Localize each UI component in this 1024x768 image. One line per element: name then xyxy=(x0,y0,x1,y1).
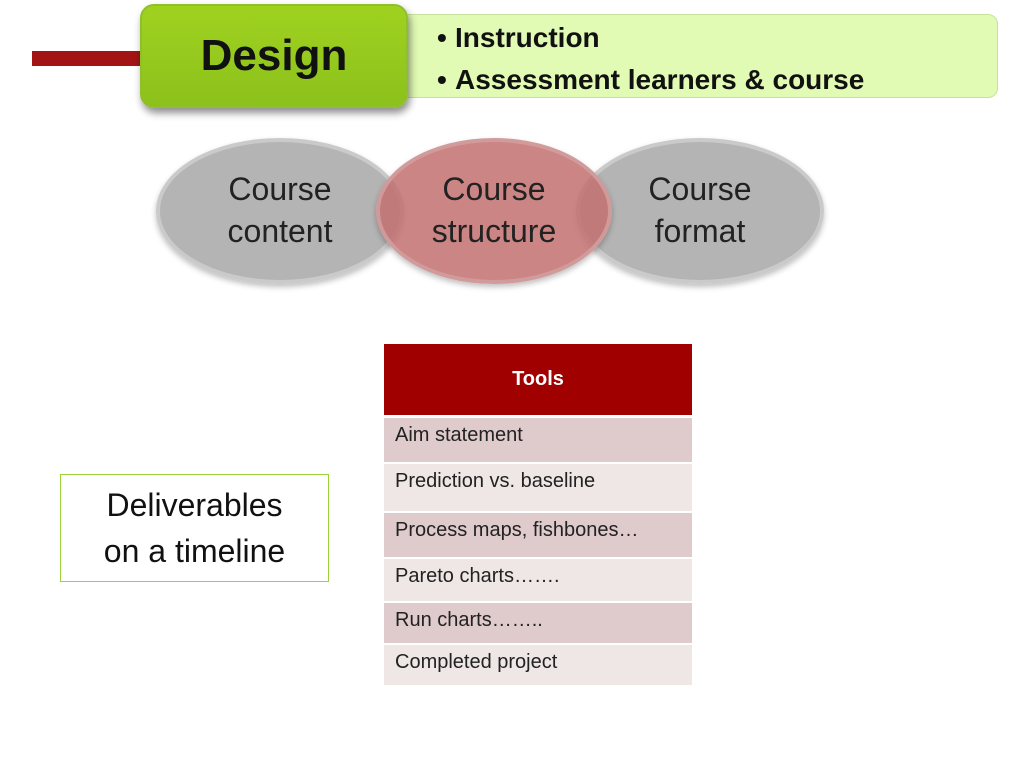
ellipse-label: Course content xyxy=(190,169,370,252)
ellipse-label: Course format xyxy=(610,169,790,252)
ellipse-course-content: Course content xyxy=(156,138,404,284)
ellipse-label-line1: Course xyxy=(648,171,752,208)
tools-table-header: Tools xyxy=(384,344,692,418)
table-row: Prediction vs. baseline xyxy=(384,464,692,513)
table-row: Process maps, fishbones… xyxy=(384,513,692,559)
ellipse-label-line2: format xyxy=(654,213,746,249)
deliverables-line2: on a timeline xyxy=(103,533,286,569)
design-bullet-list: • Instruction • Assessment learners & cour… xyxy=(437,17,864,101)
design-title-box: Design xyxy=(140,4,408,108)
ellipse-label: Course structure xyxy=(404,169,584,252)
bullet-text: Assessment learners & course xyxy=(455,64,865,95)
deliverables-box: Deliverables on a timeline xyxy=(60,474,329,582)
bullet-instruction: • Instruction xyxy=(437,17,864,59)
ellipse-course-format: Course format xyxy=(576,138,824,284)
ellipse-course-structure: Course structure xyxy=(376,138,612,284)
table-row: Completed project xyxy=(384,645,692,687)
tools-table: Tools Aim statement Prediction vs. basel… xyxy=(384,344,692,687)
table-row: Aim statement xyxy=(384,418,692,464)
table-row: Run charts…….. xyxy=(384,603,692,645)
design-bullets-panel: • Instruction • Assessment learners & cour… xyxy=(400,14,998,98)
design-title: Design xyxy=(200,31,348,80)
ellipse-label-line2: content xyxy=(227,213,333,249)
ellipse-label-line2: structure xyxy=(431,213,557,249)
table-row: Pareto charts……. xyxy=(384,559,692,603)
deliverables-label: Deliverables on a timeline xyxy=(80,482,310,575)
bullet-marker: • xyxy=(437,64,447,95)
deliverables-line1: Deliverables xyxy=(106,486,283,523)
bullet-marker: • xyxy=(437,22,447,53)
bullet-assessment: • Assessment learners & course xyxy=(437,59,864,101)
ellipse-label-line1: Course xyxy=(228,171,332,208)
ellipse-label-line1: Course xyxy=(442,171,546,208)
decorative-red-bar xyxy=(32,51,144,66)
bullet-text: Instruction xyxy=(455,22,600,53)
